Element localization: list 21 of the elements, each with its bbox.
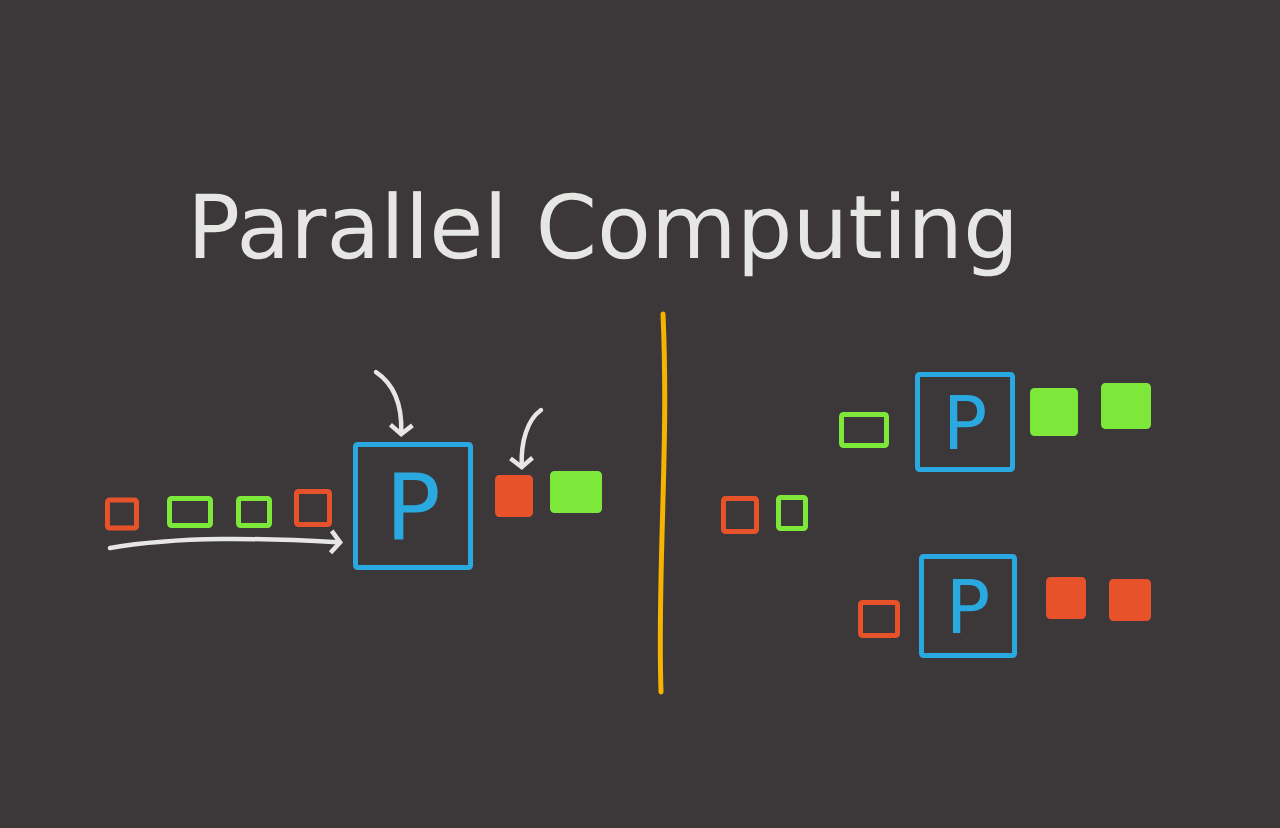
arrow xyxy=(373,369,414,437)
filled-square xyxy=(495,475,533,517)
processor-box: P xyxy=(915,372,1015,472)
outlined-square xyxy=(721,496,759,534)
outlined-square xyxy=(167,496,213,528)
filled-square xyxy=(1109,579,1151,621)
outlined-square xyxy=(858,600,900,638)
outlined-square xyxy=(294,489,332,527)
arrow xyxy=(107,529,344,555)
filled-square xyxy=(1101,383,1151,429)
title: Parallel Computing xyxy=(195,191,1011,277)
outlined-square xyxy=(776,495,808,531)
filled-square xyxy=(1030,388,1078,436)
outlined-square xyxy=(236,496,272,528)
filled-square xyxy=(550,471,602,513)
processor-box: P xyxy=(919,554,1017,658)
outlined-square xyxy=(839,412,889,448)
filled-square xyxy=(1046,577,1086,619)
processor-box: P xyxy=(353,442,473,570)
outlined-square xyxy=(105,497,139,531)
arrow xyxy=(509,407,544,470)
